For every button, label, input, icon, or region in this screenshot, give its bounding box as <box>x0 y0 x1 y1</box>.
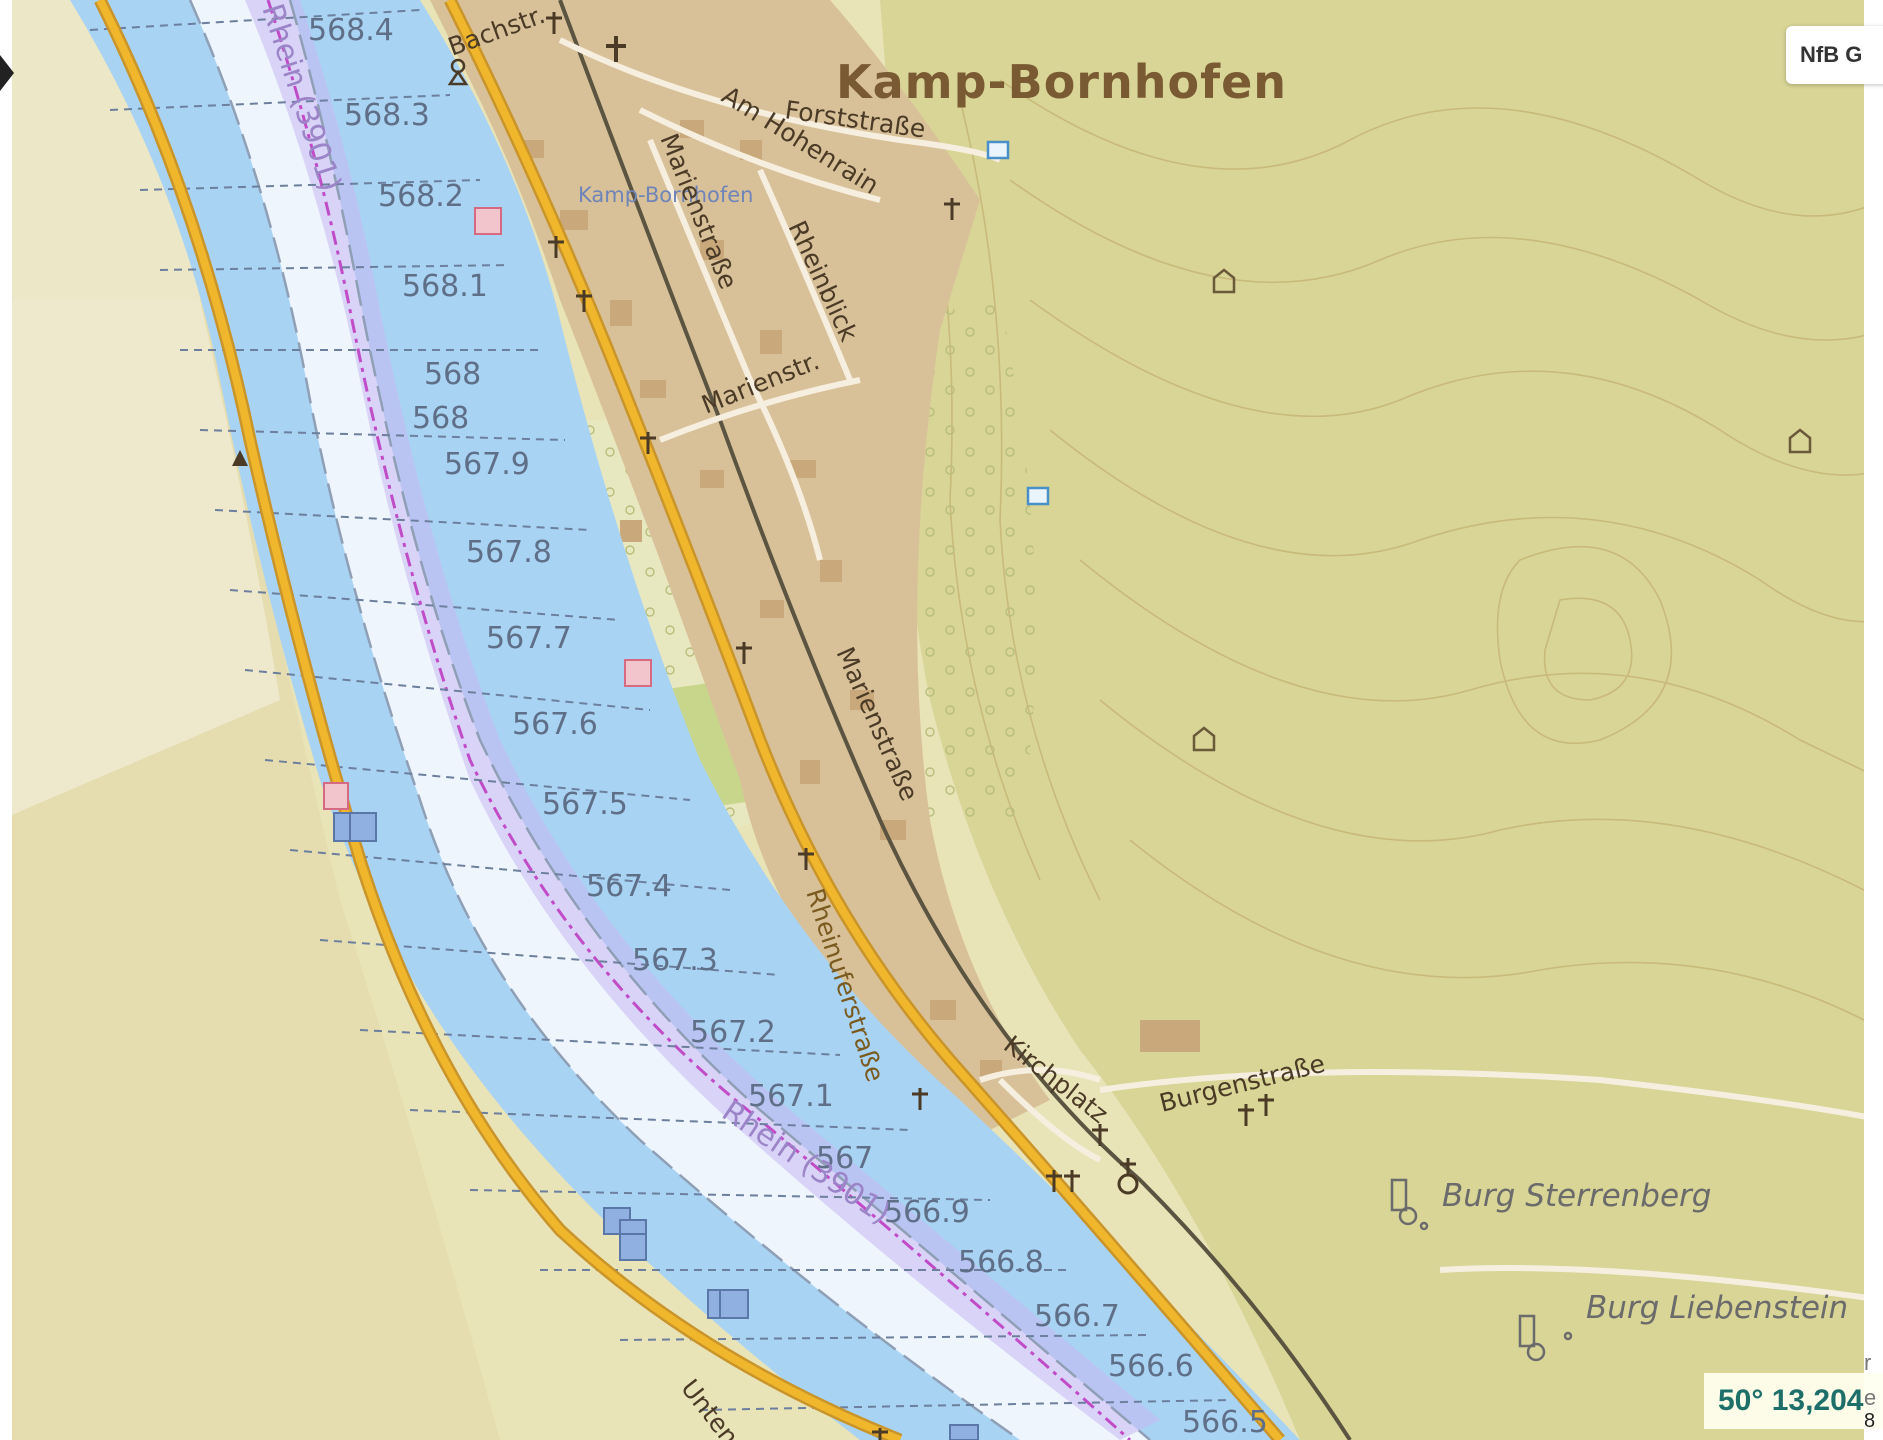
km-marker: 566.6 <box>1108 1349 1194 1384</box>
km-marker: 567.9 <box>444 447 530 482</box>
km-marker: 567.3 <box>632 943 718 978</box>
km-marker: 567.2 <box>690 1015 776 1050</box>
edge-glyph-e: e <box>1864 1385 1877 1410</box>
km-marker-labels: 568.4 568.3 568.2 568.1 568 568 567.9 56… <box>308 13 1268 1440</box>
km-marker: 567.4 <box>586 869 672 904</box>
right-edge-strip <box>1864 0 1883 1440</box>
castle-icon <box>1390 1178 1429 1231</box>
left-edge-strip <box>0 0 12 1440</box>
place-label: Kamp-Bornhofen <box>836 55 1287 109</box>
peak-icon <box>232 450 248 466</box>
km-marker: 567 <box>816 1141 873 1176</box>
buildings <box>520 120 1200 1078</box>
fairway-edge-left <box>188 0 1021 1440</box>
km-marker: 567.6 <box>512 707 598 742</box>
edge-glyph-r: r <box>1864 1350 1872 1375</box>
layer-badge[interactable]: NfB G <box>1786 26 1883 84</box>
minor-streets <box>558 37 1883 1303</box>
km-marker: 567.1 <box>748 1079 834 1114</box>
km-marker: 566.7 <box>1034 1299 1120 1334</box>
km-marker: 568 <box>412 401 469 436</box>
panel-toggle-arrow-icon[interactable] <box>0 55 14 91</box>
viewpoint-icon <box>986 140 1050 506</box>
river-axis <box>266 0 1132 1440</box>
km-marker: 567.8 <box>466 535 552 570</box>
coordinate-readout: 50° 13,204 <box>1704 1373 1883 1429</box>
castle-icon <box>1518 1314 1573 1362</box>
person-icon <box>447 58 469 86</box>
signal-markers <box>323 207 652 810</box>
bank-structures <box>333 812 979 1440</box>
church-icon <box>606 36 626 62</box>
left-field-top <box>0 0 200 300</box>
edge-glyph-8: 8 <box>1864 1410 1876 1432</box>
km-marker: 568.1 <box>402 269 488 304</box>
km-marker: 566.8 <box>958 1245 1044 1280</box>
km-marker: 568.2 <box>378 179 464 214</box>
poi-label-burg-liebenstein: Burg Liebenstein <box>1586 1290 1848 1326</box>
km-marker: 567.7 <box>486 621 572 656</box>
railway-line <box>558 0 1352 1440</box>
poi-label-burg-sterrenberg: Burg Sterrenberg <box>1442 1178 1711 1214</box>
km-marker: 566.5 <box>1182 1405 1268 1440</box>
left-bank-road <box>96 0 902 1440</box>
km-marker: 566.9 <box>884 1195 970 1230</box>
km-marker: 568 <box>424 357 481 392</box>
channel-band <box>245 0 1160 1440</box>
station-label: Kamp-Bornhofen <box>578 183 754 207</box>
shelter-icon <box>1212 268 1236 294</box>
shelter-icon <box>1192 726 1216 752</box>
fairway <box>190 0 1150 1440</box>
km-marker: 568.3 <box>344 98 430 133</box>
left-field-band <box>0 300 280 820</box>
fairway-edge-right <box>288 0 1151 1440</box>
shelter-icon <box>1788 428 1812 454</box>
km-marker: 567.5 <box>542 787 628 822</box>
wayside-cross-icon <box>546 12 1274 1440</box>
km-marker: 568.4 <box>308 13 394 48</box>
forest-area <box>880 0 1883 1440</box>
rheinuferstrasse-road <box>446 0 1284 1440</box>
chapel-cross-icon <box>1120 1158 1136 1176</box>
